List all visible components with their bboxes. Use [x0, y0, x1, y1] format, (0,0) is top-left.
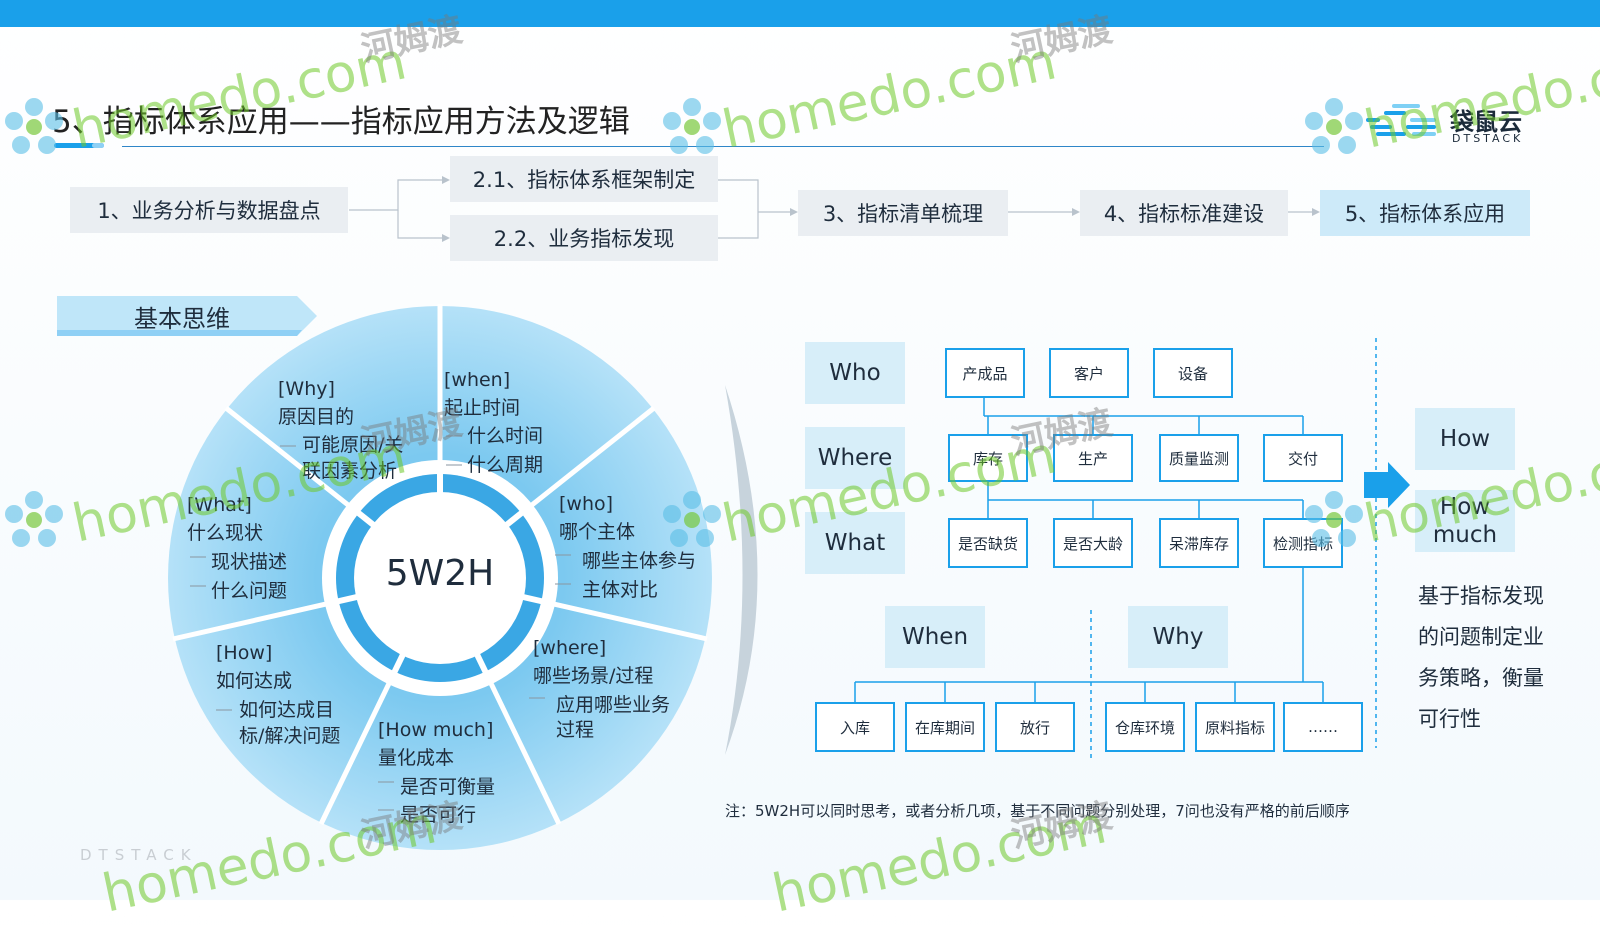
q-howmuch-box: How much [1415, 490, 1515, 552]
step-indicator-standard: 4、指标标准建设 [1080, 190, 1288, 236]
how-item: 标/解决问题 [239, 725, 341, 747]
node-box: 仓库环境 [1105, 702, 1185, 752]
node-box: 设备 [1153, 348, 1233, 398]
node-box: 是否大龄 [1053, 518, 1133, 568]
what-item: 什么问题 [211, 580, 288, 602]
step-business-analysis: 1、业务分析与数据盘点 [70, 187, 348, 233]
dtstack-logo-icon [1366, 104, 1436, 136]
when-sub: 起止时间 [444, 397, 521, 419]
who-head: [who] [559, 493, 614, 515]
node-box: 在库期间 [905, 702, 985, 752]
q-who-box: Who [805, 342, 905, 404]
when-item: 什么周期 [467, 454, 544, 476]
how-sub: 如何达成 [216, 670, 293, 692]
node-box: 呆滞库存 [1159, 518, 1239, 568]
page-title: 5、指标体系应用——指标应用方法及逻辑 [52, 104, 630, 140]
node-box: 客户 [1049, 348, 1129, 398]
node-box: …… [1283, 702, 1363, 752]
q-why-box: Why [1128, 606, 1228, 668]
node-box: 入库 [815, 702, 895, 752]
howmuch-head: [How much] [378, 719, 494, 741]
why-item: 联因素分析 [302, 460, 398, 482]
title-rule [122, 146, 1324, 147]
node-box: 库存 [948, 434, 1028, 482]
who-item: 哪些主体参与 [582, 550, 697, 572]
node-box: 是否缺货 [948, 518, 1028, 568]
when-head: [when] [444, 369, 511, 391]
logo-subtext: DTSTACK [1452, 132, 1524, 145]
how-head: [How] [216, 642, 273, 664]
watermark-flower-icon [663, 98, 721, 154]
5w2h-wheel [168, 304, 712, 850]
node-box: 生产 [1053, 434, 1133, 482]
step-indicator-list: 3、指标清单梳理 [798, 190, 1008, 236]
what-head: [What] [187, 494, 252, 516]
where-item: 应用哪些业务 [556, 694, 671, 716]
when-item: 什么时间 [467, 425, 544, 447]
wheel-center [354, 492, 526, 664]
basic-thinking-tag [57, 296, 317, 336]
why-sub: 原因目的 [278, 406, 355, 428]
top-bar [0, 0, 1600, 27]
step-framework: 2.1、指标体系框架制定 [450, 156, 718, 202]
footnote: 注：5W2H可以同时思考，或者分析几项，基于不同问题分别处理，7问也没有严格的前… [725, 802, 1350, 820]
title-accent [54, 143, 104, 148]
step-indicator-application: 5、指标体系应用 [1320, 190, 1530, 236]
where-head: [where] [533, 637, 607, 659]
node-box: 放行 [995, 702, 1075, 752]
node-box: 原料指标 [1195, 702, 1275, 752]
what-sub: 什么现状 [187, 522, 264, 544]
basic-thinking-label: 基本思维 [134, 304, 230, 333]
howmuch-sub: 量化成本 [378, 747, 455, 769]
why-head: [Why] [278, 378, 335, 400]
footer-brand: DTSTACK [80, 846, 198, 864]
step-indicator-discovery: 2.2、业务指标发现 [450, 215, 718, 261]
node-box: 检测指标 [1263, 518, 1343, 568]
q-what-box: What [805, 512, 905, 574]
logo-text: 袋鼠云 [1450, 108, 1522, 136]
who-sub: 哪个主体 [559, 521, 636, 543]
watermark-flower-icon [1305, 491, 1363, 547]
watermark-flower-icon [1305, 98, 1363, 154]
q-where-box: Where [805, 427, 905, 489]
watermark-flower-icon [663, 491, 721, 547]
why-item: 可能原因/关 [302, 434, 404, 456]
wheel-center-label: 5W2H [385, 553, 495, 594]
strategy-text: 基于指标发现的问题制定业务策略，衡量可行性 [1418, 584, 1544, 731]
node-box: 产成品 [945, 348, 1025, 398]
where-sub: 哪些场景/过程 [533, 665, 654, 687]
what-item: 现状描述 [211, 551, 288, 573]
q-when-box: When [885, 606, 985, 668]
who-item: 主体对比 [582, 579, 659, 601]
node-box: 交付 [1263, 434, 1343, 482]
title-accent-dot [92, 143, 104, 148]
how-item: 如何达成目 [239, 699, 335, 721]
watermark-flower-icon [5, 491, 63, 547]
node-box: 质量监测 [1159, 434, 1239, 482]
howmuch-item: 是否可行 [400, 804, 477, 826]
howmuch-item: 是否可衡量 [400, 776, 496, 798]
q-how-box: How [1415, 408, 1515, 470]
watermark-flower-icon [5, 98, 63, 154]
where-item: 过程 [556, 719, 595, 741]
